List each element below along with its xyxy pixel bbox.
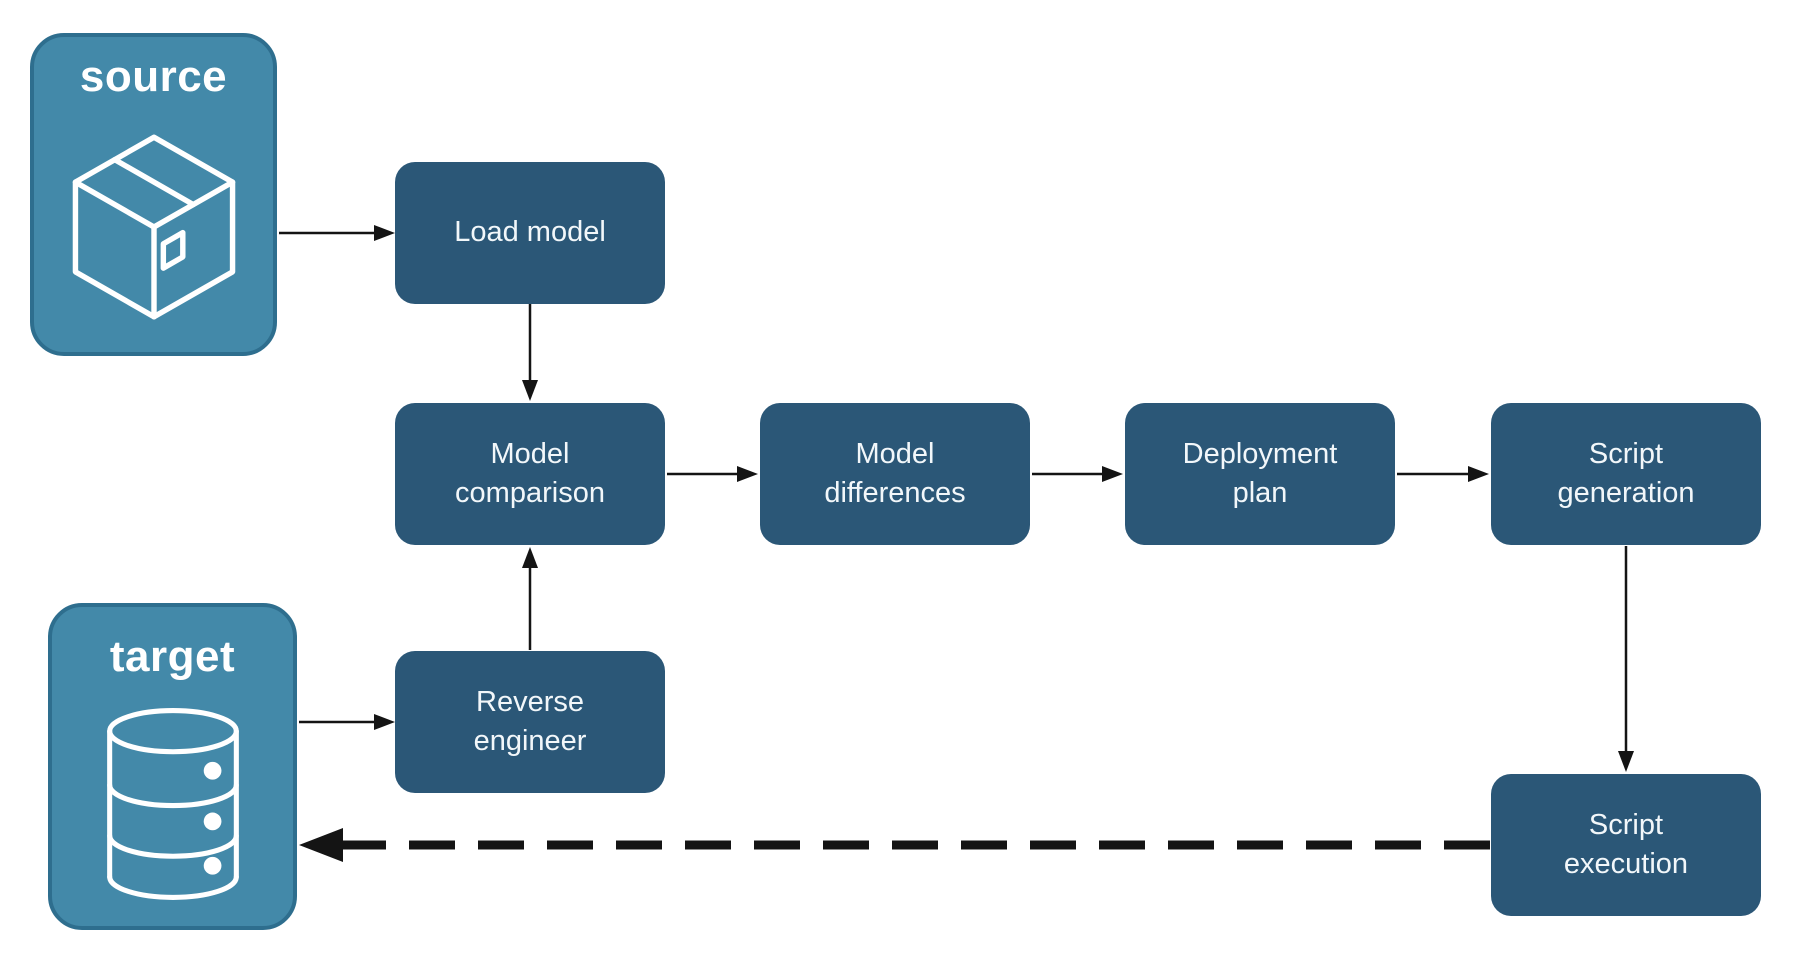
edge-arrowhead xyxy=(374,225,395,241)
edge-load-model-to-model-comparison xyxy=(522,304,538,401)
edge-reverse-engineer-to-model-comparison xyxy=(522,547,538,650)
database-separator-arc-1 xyxy=(106,782,239,808)
edge-arrowhead xyxy=(299,828,343,862)
database-dot-2 xyxy=(203,812,221,830)
database-separator-arc-2 xyxy=(106,832,239,859)
database-cylinder-icon xyxy=(106,707,239,900)
edge-script-generation-to-script-execution xyxy=(1618,546,1634,772)
package-label-patch xyxy=(160,229,186,271)
node-label-load-model: Load model xyxy=(454,216,606,249)
node-reverse-engineer: Reverse engineer xyxy=(395,651,665,793)
node-label-model-comparison: Model comparison xyxy=(455,437,605,509)
node-label-reverse-engineer: Reverse engineer xyxy=(473,685,587,757)
database-bottom-arc xyxy=(106,873,239,900)
node-load-model: Load model xyxy=(395,162,665,304)
node-label-deployment-plan: Deployment plan xyxy=(1182,437,1338,509)
database-top-ellipse xyxy=(106,707,239,754)
target-card-icon-wrap xyxy=(52,681,293,926)
edge-arrowhead xyxy=(737,466,758,482)
node-model-differences: Model differences xyxy=(760,403,1030,545)
database-dot-1 xyxy=(203,761,221,780)
edge-model-comparison-to-model-differences xyxy=(667,466,758,482)
source-card-icon-wrap xyxy=(34,101,273,352)
node-model-comparison: Model comparison xyxy=(395,403,665,545)
source-card-label: source xyxy=(79,52,228,101)
target-card-label: target xyxy=(109,632,236,681)
node-label-model-differences: Model differences xyxy=(824,437,966,509)
edge-arrowhead xyxy=(522,380,538,401)
database-dot-3 xyxy=(203,856,221,875)
node-deployment-plan: Deployment plan xyxy=(1125,403,1395,545)
edge-source-to-load-model xyxy=(279,225,395,241)
edge-arrowhead xyxy=(522,547,538,568)
package-icon xyxy=(72,134,235,320)
edge-arrowhead xyxy=(1468,466,1489,482)
node-script-generation: Script generation xyxy=(1491,403,1761,545)
package-top-face xyxy=(72,179,235,230)
node-label-script-generation: Script generation xyxy=(1557,437,1695,509)
node-script-execution: Script execution xyxy=(1491,774,1761,916)
edge-script-execution-to-target-dashed xyxy=(299,828,1490,862)
edge-model-differences-to-deployment-plan xyxy=(1032,466,1123,482)
edge-target-to-reverse-engineer xyxy=(299,714,395,730)
edge-deployment-plan-to-script-generation xyxy=(1397,466,1489,482)
edge-arrowhead xyxy=(374,714,395,730)
edge-arrowhead xyxy=(1102,466,1123,482)
source-card: source xyxy=(30,33,277,356)
edge-arrowhead xyxy=(1618,751,1634,772)
target-card: target xyxy=(48,603,297,930)
package-tape-seam xyxy=(111,156,196,207)
node-label-script-execution: Script execution xyxy=(1563,808,1689,880)
